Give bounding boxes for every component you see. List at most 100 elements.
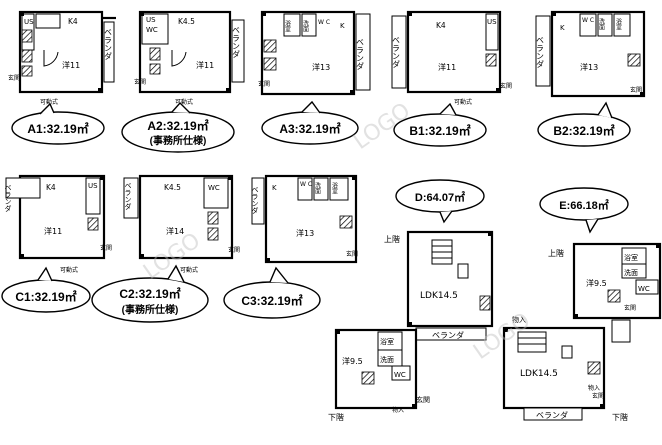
veranda-label: ベランダ — [392, 36, 401, 68]
plan-c2: ベランダ K4.5 WC 洋14 玄関 可動式 — [123, 174, 240, 274]
caption-text: C1:32.19㎡ — [15, 289, 76, 304]
veranda-label: ベランダ — [356, 38, 365, 70]
room-us-label: US — [24, 18, 34, 26]
lower-floor-label: 下階 — [328, 412, 344, 422]
entrance-label: 玄関 — [8, 74, 20, 82]
plan-a2: ベランダ US WC K4.5 洋11 玄関 可動式 — [134, 10, 245, 106]
room-wc-label: WC — [638, 285, 650, 293]
room-k-label: K — [560, 24, 565, 32]
veranda-label: ベランダ — [232, 26, 241, 58]
upper-floor-label: 上階 — [384, 234, 400, 244]
room-wash-label: 洗面 — [314, 181, 321, 195]
plan-a3: ベランダ 浴室 洗面 W C K 洋13 玄関 — [258, 10, 371, 96]
room-yo-label: 洋13 — [296, 228, 314, 238]
plan-a1: ベランダ US K4 洋11 玄関 可動式 — [8, 10, 116, 106]
veranda-label: ベランダ — [124, 182, 132, 210]
caption-d: D:64.07㎡ — [395, 179, 485, 224]
entrance-label: 玄関 — [258, 80, 270, 88]
room-bath-label: 浴室 — [380, 337, 394, 346]
caption-text: B1:32.19㎡ — [409, 123, 470, 138]
room-wash-label: 洗面 — [598, 17, 605, 31]
caption-c1: C1:32.19㎡ — [1, 266, 91, 313]
room-k-label: K4 — [46, 183, 56, 192]
caption-text: A3:32.19㎡ — [279, 121, 340, 136]
room-k-label: K4 — [68, 17, 78, 26]
entrance-label: 玄関 — [416, 395, 430, 404]
entrance-label: 玄関 — [134, 78, 146, 86]
caption-text: A2:32.19㎡ — [147, 118, 208, 133]
caption-e: E:66.18㎡ — [539, 187, 629, 234]
plan-b1: ベランダ K4 US 洋11 玄関 可動式 — [391, 10, 512, 106]
plan-e-upper: 上階 浴室 洗面 WC 洋9.5 玄関 — [548, 242, 662, 343]
caption-c2: C2:32.19㎡ (事務所仕様) — [91, 264, 209, 323]
room-k-label: K4 — [436, 21, 446, 30]
room-yo-label: 洋13 — [580, 62, 598, 72]
room-yo-label: 洋11 — [196, 60, 214, 70]
room-yo-label: 洋9.5 — [586, 278, 607, 288]
caption-a2: A2:32.19㎡ (事務所仕様) — [121, 101, 235, 153]
plan-d-upper: 上階 LDK14.5 ベランダ — [384, 230, 494, 341]
room-k-label: K — [340, 22, 345, 30]
storage-label: 物入 — [588, 384, 600, 392]
caption-text: E:66.18㎡ — [559, 198, 609, 212]
veranda-label: ベランダ — [432, 330, 464, 340]
caption-b1: B1:32.19㎡ — [393, 102, 487, 147]
veranda-label: ベランダ — [536, 410, 568, 420]
room-wash-label: 洗面 — [624, 268, 638, 277]
movable-label: 可動式 — [40, 98, 58, 106]
room-k-label: K4.5 — [164, 183, 181, 192]
room-ldk-label: LDK14.5 — [420, 291, 458, 301]
movable-label: 可動式 — [60, 266, 78, 274]
caption-text: A1:32.19㎡ — [27, 121, 88, 136]
entrance-label: 玄関 — [630, 86, 642, 94]
caption-text: C3:32.19㎡ — [241, 293, 302, 308]
room-yo-label: 洋9.5 — [342, 356, 363, 366]
caption-text: D:64.07㎡ — [415, 190, 465, 204]
caption-sub: (事務所仕様) — [122, 303, 179, 316]
caption-c3: C3:32.19㎡ — [223, 266, 321, 319]
caption-a1: A1:32.19㎡ — [11, 102, 105, 145]
storage-label: 物入 — [392, 406, 404, 414]
room-wc-label: WC — [394, 371, 406, 379]
caption-text: B2:32.19㎡ — [553, 123, 614, 138]
upper-floor-label: 上階 — [548, 248, 564, 258]
veranda-label: ベランダ — [4, 184, 12, 212]
room-us-label: US — [88, 182, 98, 190]
room-us-label: US — [487, 18, 497, 26]
room-yo-label: 洋11 — [438, 62, 456, 72]
room-wc-label: W C — [318, 19, 330, 26]
entrance-label: 玄関 — [100, 244, 112, 252]
storage-label: 物入 — [512, 315, 526, 324]
veranda-label: ベランダ — [536, 36, 545, 68]
room-k-label: K — [272, 184, 277, 192]
svg-text:LOGO: LOGO — [469, 308, 535, 365]
room-wc-label: WC — [208, 184, 220, 192]
room-wash-label: 洗面 — [302, 19, 309, 33]
room-yo-label: 洋11 — [44, 226, 62, 236]
room-bath-label: 浴室 — [284, 19, 291, 32]
caption-a3: A3:32.19㎡ — [261, 100, 359, 145]
caption-sub: (事務所仕様) — [150, 134, 207, 147]
plan-c1: ベランダ K4 US 洋11 玄関 可動式 — [4, 174, 112, 274]
room-yo-label: 洋11 — [62, 60, 80, 70]
movable-label: 可動式 — [180, 266, 198, 274]
room-bath-label: 浴室 — [624, 253, 638, 262]
room-bath-label: 浴室 — [331, 181, 338, 194]
entrance-label: 玄関 — [624, 304, 636, 312]
plan-d-lower: 浴室 洗面 WC 洋9.5 玄関 物入 下階 — [328, 328, 430, 422]
room-wc-label: W C — [300, 181, 312, 188]
room-k-label: K4.5 — [178, 17, 195, 26]
room-wc-label: W C — [582, 17, 594, 24]
caption-b2: B2:32.19㎡ — [537, 101, 631, 147]
room-ldk-label: LDK14.5 — [520, 369, 558, 379]
room-wc-label: WC — [146, 26, 158, 34]
plan-c3: ベランダ K W C 洗面 浴室 洋13 玄関 — [251, 174, 358, 264]
room-yo-label: 洋14 — [166, 226, 184, 236]
room-bath-label: 浴室 — [615, 17, 622, 30]
entrance-label: 玄関 — [228, 246, 240, 254]
entrance-label: 玄関 — [500, 82, 512, 90]
entrance-label: 玄関 — [346, 250, 358, 258]
plan-e-lower: 物入 LDK14.5 物入 玄関 ベランダ 下階 — [502, 315, 628, 422]
movable-label: 可動式 — [175, 98, 193, 106]
